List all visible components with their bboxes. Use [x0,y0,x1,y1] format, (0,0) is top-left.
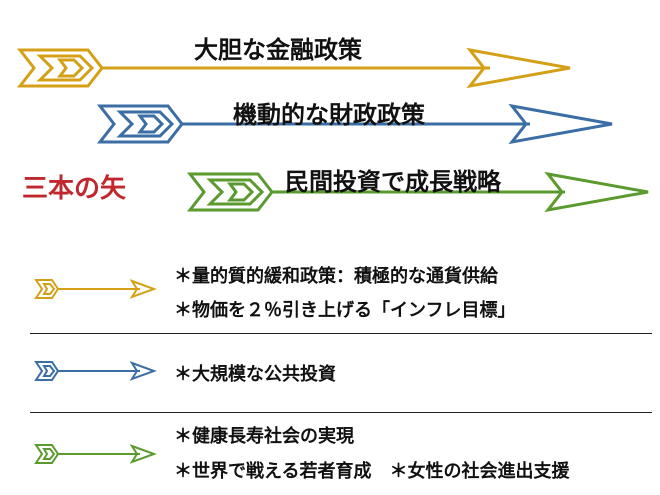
arrow-fiscal-policy [96,103,613,145]
divider-2 [30,412,652,413]
arrow-growth-strategy [186,171,649,213]
legend-gold-line-2: ＊物価を２％引き上げる「インフレ目標」 [174,300,516,321]
legend-arrow-green [34,444,157,464]
legend-green-line-2: ＊世界で戦える若者育成 ＊女性の社会進出支援 [174,461,570,482]
legend-arrow-gold [34,279,157,299]
legend-green-line-1: ＊健康長寿社会の実現 [174,426,354,447]
legend-gold-line-1: ＊量的質的緩和政策：積極的な通貨供給 [174,266,498,287]
arrow-label-growth: 民間投資で成長戦略 [285,168,501,196]
arrow-monetary-policy [16,47,571,89]
arrow-label-monetary: 大胆な金融政策 [194,36,362,64]
legend-blue-line-1: ＊大規模な公共投資 [174,364,336,385]
divider-1 [30,333,652,334]
arrow-label-fiscal: 機動的な財政政策 [233,101,425,129]
main-title: 三本の矢 [22,174,127,204]
legend-arrow-blue [34,361,157,381]
